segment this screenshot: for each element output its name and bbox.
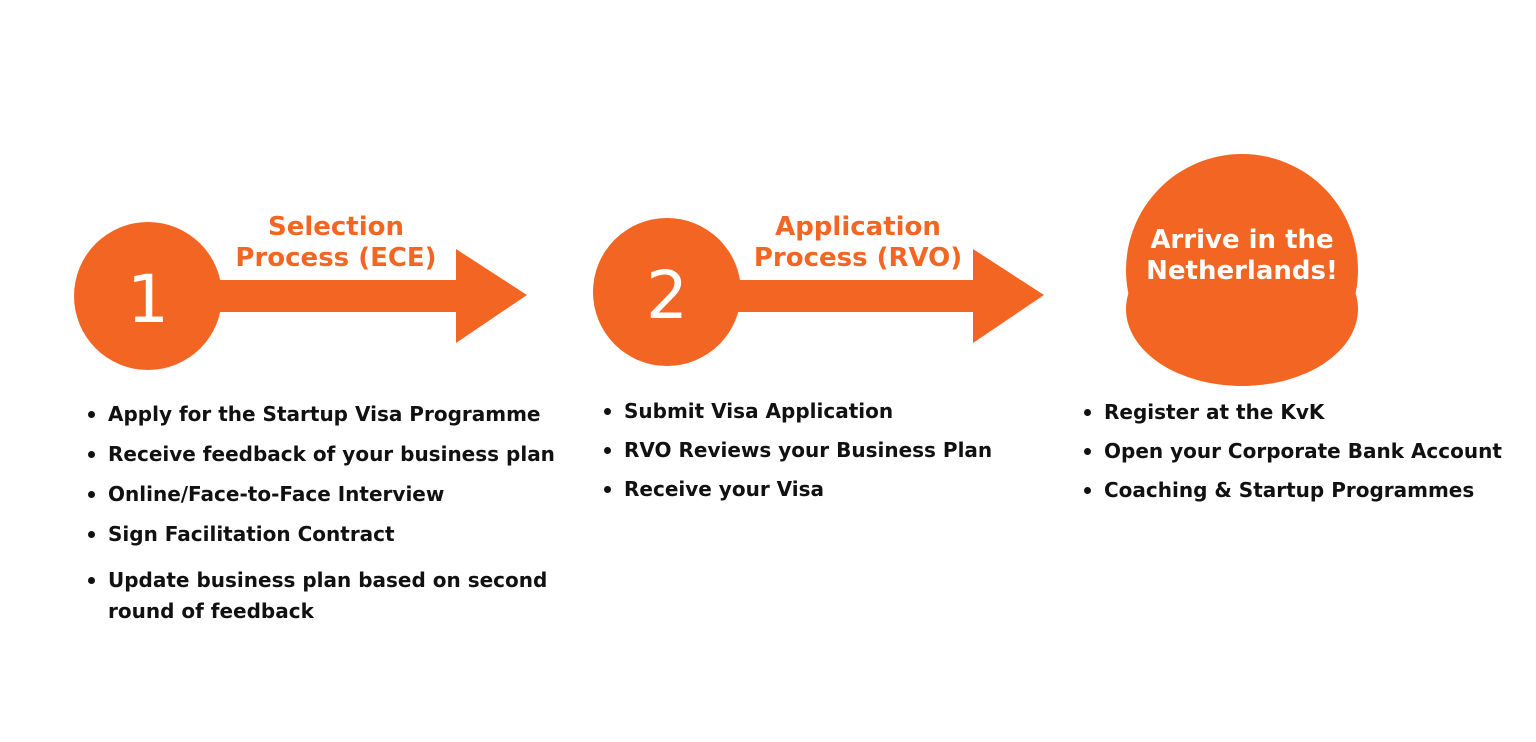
final-step-circle-body: Arrive in the Netherlands! bbox=[1126, 154, 1358, 386]
final-step-title: Arrive in the Netherlands! bbox=[1146, 225, 1338, 315]
list-item: Coaching & Startup Programmes bbox=[1084, 475, 1524, 506]
step-1-title-line-2: Process (ECE) bbox=[235, 243, 437, 273]
list-item: Receive your Visa bbox=[604, 474, 1044, 505]
list-item: Register at the KvK bbox=[1084, 397, 1524, 428]
step-2-title-line-1: Application bbox=[775, 212, 941, 242]
list-item: RVO Reviews your Business Plan bbox=[604, 435, 1044, 466]
list-item: Update business plan based on second rou… bbox=[88, 565, 548, 627]
final-step-title-line-1: Arrive in the bbox=[1150, 225, 1334, 255]
final-step-item-list: Register at the KvK Open your Corporate … bbox=[1084, 397, 1524, 506]
step-2-title: Application Process (RVO) bbox=[723, 212, 993, 274]
step-1-arrow bbox=[200, 249, 527, 343]
step-1-circle: 1 bbox=[74, 222, 222, 370]
list-item: Receive feedback of your business plan bbox=[88, 439, 558, 470]
step-2-circle: 2 bbox=[593, 218, 741, 366]
step-2-title-line-2: Process (RVO) bbox=[753, 243, 963, 273]
step-2-arrow bbox=[720, 249, 1044, 343]
list-item: Open your Corporate Bank Account bbox=[1084, 436, 1524, 467]
final-step-title-line-2: Netherlands! bbox=[1146, 256, 1338, 286]
step-1-item-list: Apply for the Startup Visa Programme Rec… bbox=[88, 399, 558, 627]
step-2-item-list: Submit Visa Application RVO Reviews your… bbox=[604, 396, 1044, 505]
list-item: Apply for the Startup Visa Programme bbox=[88, 399, 558, 430]
step-2-number: 2 bbox=[646, 257, 688, 334]
list-item: Sign Facilitation Contract bbox=[88, 519, 558, 550]
step-1-title-line-1: Selection bbox=[267, 212, 405, 242]
list-item: Online/Face-to-Face Interview bbox=[88, 479, 558, 510]
step-1-number: 1 bbox=[127, 261, 169, 338]
step-1-title: Selection Process (ECE) bbox=[206, 212, 466, 274]
list-item: Submit Visa Application bbox=[604, 396, 1044, 427]
